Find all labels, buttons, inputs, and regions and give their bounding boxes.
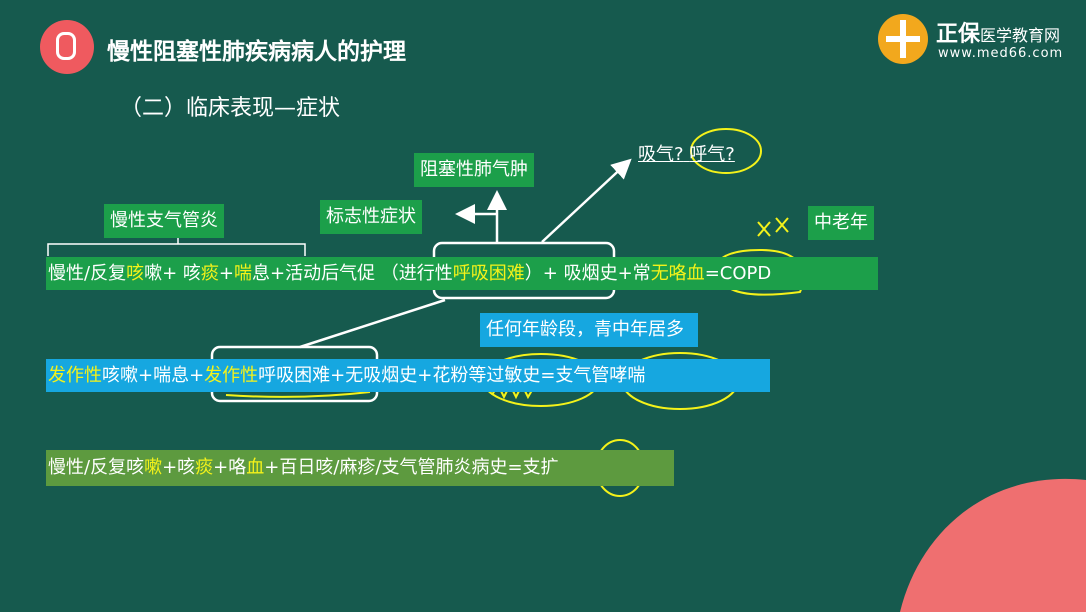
logo-url: www.med66.com [938,46,1064,61]
label-emphysema: 阻塞性肺气肿 [414,153,534,187]
exhale-text: 呼气? [689,144,735,165]
label-hallmark-symptom: 标志性症状 [320,200,422,234]
logo-brand: 正保 [936,22,981,47]
text: 慢性/反复 [48,263,127,284]
slide-title: 慢性阻塞性肺疾病病人的护理 [107,39,406,65]
label-chronic-bronchitis: 慢性支气管炎 [104,204,224,238]
highlight: 嗽 [144,457,163,478]
text: +咳 [162,457,196,478]
logo: 正保医学教育网 www.med66.com [878,14,1078,66]
row-asthma: 发作性咳嗽+喘息+发作性呼吸困难+无吸烟史+花粉等过敏史=支气管哮喘 [46,359,770,392]
text: =COPD [704,263,772,284]
highlight: 血 [246,457,265,478]
label-middle-aged: 中老年 [808,206,874,240]
text: 息+活动后气促 [251,263,381,284]
row-copd: 慢性/反复咳嗽+ 咳痰+喘息+活动后气促 （进行性呼吸困难）+ 吸烟史+常无咯血… [46,257,878,290]
logo-emblem-icon [878,14,928,64]
highlight: 发作性 [204,365,259,386]
highlight: 痰 [195,457,214,478]
highlight: 喘 [233,263,252,284]
highlight: 无咯血 [650,263,705,284]
text: ）+ 吸烟史+常 [524,263,651,284]
highlight: 发作性 [48,365,102,386]
logo-brand-sub: 医学教育网 [980,26,1061,45]
text: 嗽+ 咳 [144,263,201,284]
text: + [218,263,234,284]
slide-icon [40,20,94,74]
highlight: 痰 [200,263,219,284]
text: 慢性/反复咳 [48,457,145,478]
label-inhale-exhale: 吸气? 呼气? [638,140,735,166]
highlight: 咳 [126,263,145,284]
highlight: 呼吸困难 [452,263,525,284]
text: +咯 [213,457,247,478]
section-subtitle: （二）临床表现—症状 [120,96,341,121]
text: +百日咳/麻疹/支气管肺炎病史=支扩 [264,457,559,478]
row-bronchiectasis: 慢性/反复咳嗽+咳痰+咯血+百日咳/麻疹/支气管肺炎病史=支扩 [46,450,674,486]
inhale-text: 吸气? [638,144,684,165]
text: （进行性 [380,263,453,284]
text: 呼吸困难+无吸烟史+花粉等过敏史=支气管哮喘 [258,365,646,386]
text: 咳嗽+喘息+ [102,365,205,386]
label-any-age: 任何年龄段，青中年居多 [480,313,698,347]
